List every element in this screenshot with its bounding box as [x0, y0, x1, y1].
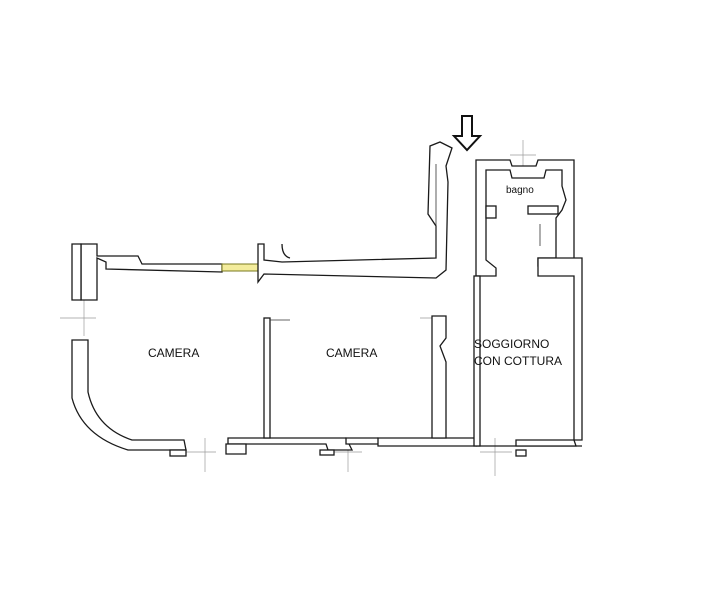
room-label-camera-center: CAMERA [326, 346, 377, 360]
down-arrow-icon [451, 115, 483, 152]
bottom-walls [225, 437, 582, 457]
corridor-walls [80, 141, 453, 301]
guide-lines [60, 140, 536, 476]
door-threshold [221, 263, 259, 272]
interior-partitions [263, 257, 583, 447]
room-label-soggiorno-line1: SOGGIORNO [474, 337, 549, 351]
room-label-soggiorno-line2: CON COTTURA [474, 354, 562, 368]
left-curved-wall [71, 243, 187, 457]
room-label-camera-left: CAMERA [148, 346, 199, 360]
room-label-bagno: bagno [506, 185, 534, 196]
